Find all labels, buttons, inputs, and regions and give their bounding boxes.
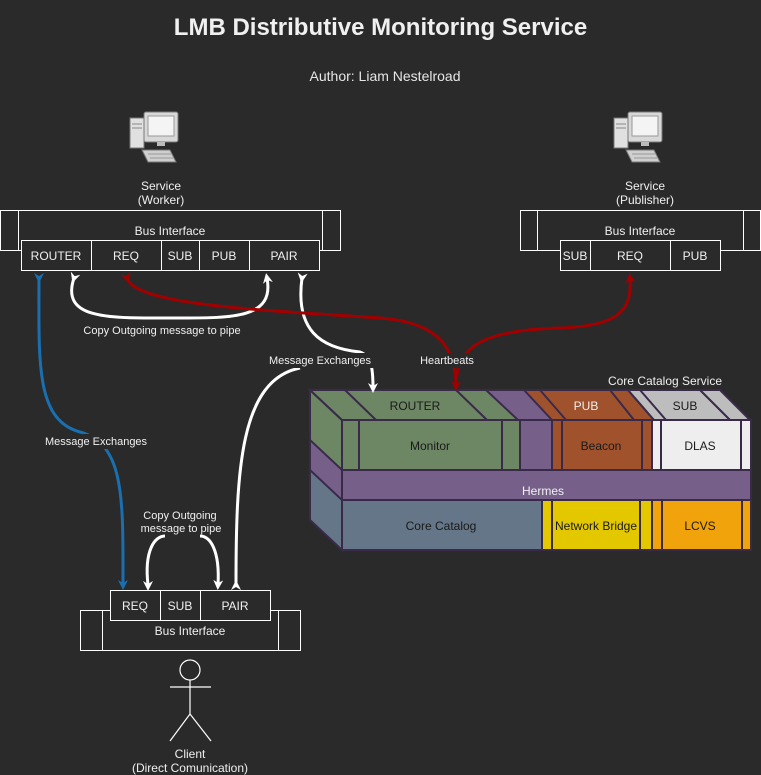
label-message-exchanges-pair: Message Exchanges (269, 355, 372, 367)
worker-role: (Worker) (138, 193, 184, 207)
edge-client-pair (230, 366, 301, 591)
publisher-bus-interface (520, 210, 761, 271)
label-copy-outgoing-client-1: Copy Outgoing (143, 510, 216, 522)
publisher-bus-label: Bus Interface (605, 224, 676, 238)
worker-socket-pub: PUB (212, 249, 237, 263)
edge-message-exchanges-pair (297, 272, 378, 393)
worker-name: Service (141, 179, 181, 193)
worker-socket-req: REQ (113, 249, 139, 263)
author-label: Author: Liam Nestelroad (309, 68, 461, 84)
publisher-socket-sub: SUB (563, 249, 588, 263)
core-lcvs-label: LCVS (684, 519, 715, 533)
client-socket-sub: SUB (168, 599, 193, 613)
label-copy-outgoing-client-2: message to pipe (141, 523, 222, 535)
client-stick-figure-icon (169, 659, 212, 742)
client-role: (Direct Comunication) (132, 761, 248, 775)
client-bus-label: Bus Interface (155, 624, 226, 638)
core-monitor-label: Monitor (410, 439, 450, 453)
edge-message-exchanges-router (34, 272, 129, 590)
client-socket-pair: PAIR (221, 599, 248, 613)
edge-heartbeat-publisher (454, 273, 636, 387)
worker-socket-sub: SUB (168, 249, 193, 263)
edge-heartbeat-worker (120, 271, 461, 391)
core-pub-label: PUB (574, 399, 599, 413)
publisher-computer-icon (613, 111, 663, 163)
label-heartbeats: Heartbeats (420, 355, 474, 367)
client-socket-req: REQ (122, 599, 148, 613)
label-message-exchanges-router: Message Exchanges (45, 436, 148, 448)
client-name: Client (175, 747, 206, 761)
publisher-name: Service (625, 179, 665, 193)
edge-copy-outgoing-client (145, 534, 218, 585)
core-router-label: ROUTER (390, 399, 441, 413)
publisher-socket-pub: PUB (683, 249, 708, 263)
publisher-role: (Publisher) (616, 193, 674, 207)
worker-bus-label: Bus Interface (135, 224, 206, 238)
client-bus-interface (80, 590, 301, 651)
worker-socket-pair: PAIR (270, 249, 297, 263)
publisher-socket-req: REQ (617, 249, 643, 263)
worker-computer-icon (129, 111, 179, 163)
worker-socket-router: ROUTER (31, 249, 82, 263)
core-inner-dividers (342, 389, 751, 550)
core-catalog-label: Core Catalog (406, 519, 477, 533)
core-network-bridge-label: Network Bridge (555, 519, 637, 533)
page-title: LMB Distributive Monitoring Service (173, 14, 588, 41)
core-sub-label: SUB (673, 399, 698, 413)
core-catalog-service (307, 387, 753, 553)
core-dlas-label: DLAS (684, 439, 715, 453)
worker-bus-interface (0, 210, 341, 271)
core-title: Core Catalog Service (608, 374, 722, 388)
core-beacon-label: Beacon (581, 439, 622, 453)
core-hermes-label: Hermes (522, 484, 564, 498)
label-copy-outgoing-worker: Copy Outgoing message to pipe (83, 325, 240, 337)
